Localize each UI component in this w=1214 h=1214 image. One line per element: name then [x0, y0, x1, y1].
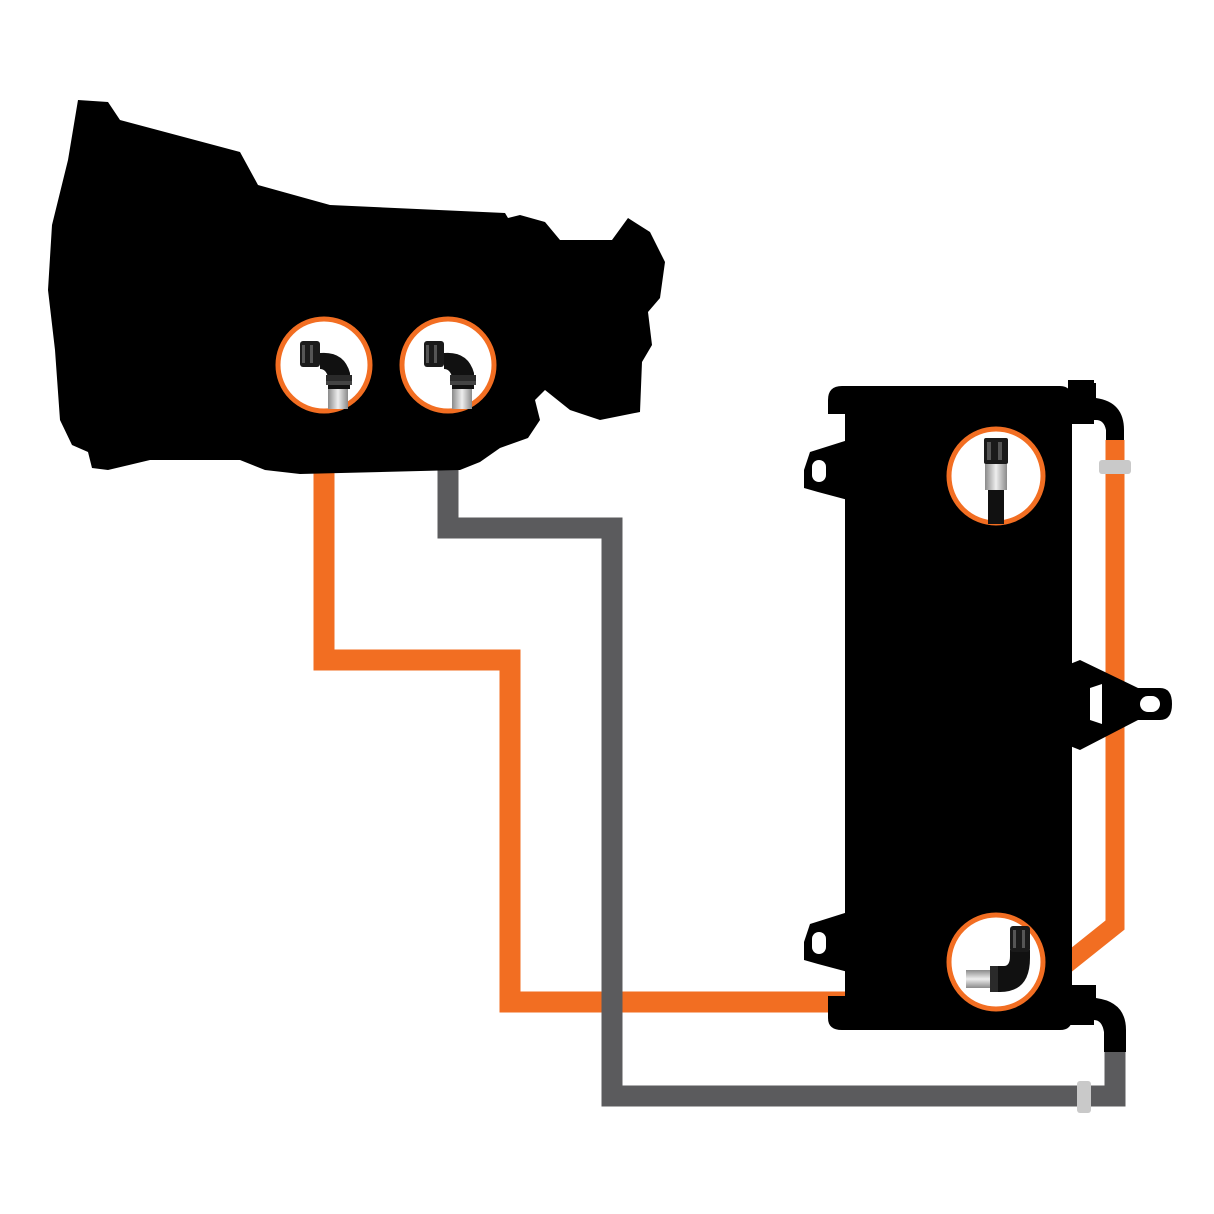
trans-port-2: [399, 316, 497, 414]
ninety-degree-hose-fitting-icon: [424, 341, 476, 409]
hose-clamp: [1099, 460, 1131, 474]
oil-cooler-icon: [804, 380, 1172, 1030]
cooler-port-top: [946, 426, 1046, 526]
trans-port-1: [275, 316, 373, 414]
ninety-degree-hose-fitting-icon: [966, 926, 1030, 992]
ninety-degree-hose-fitting-icon: [300, 341, 352, 409]
straight-hose-fitting-icon: [984, 438, 1008, 524]
hose-clamp: [1077, 1081, 1091, 1113]
cooler-port-bottom: [946, 912, 1046, 1012]
transmission-silhouette-icon: [48, 100, 665, 474]
mounting-bracket: [1060, 660, 1172, 750]
